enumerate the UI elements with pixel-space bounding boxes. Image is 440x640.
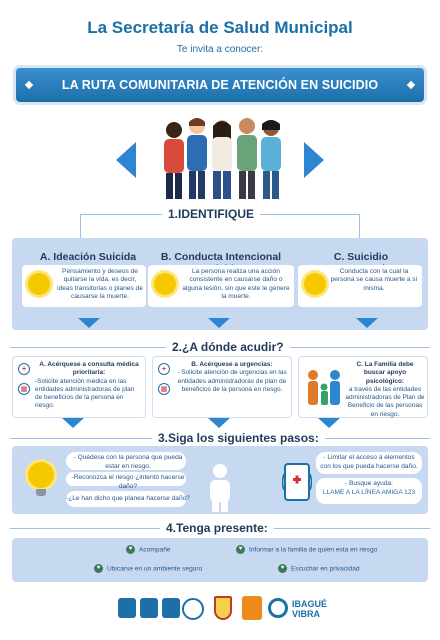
presente-panel (12, 538, 428, 582)
phone-icon (282, 463, 312, 501)
page-title: La Secretaría de Salud Municipal (87, 18, 353, 37)
presente-item-acompane: ♥ Acompañe (126, 545, 171, 554)
presente-item-informar: ♥ Informar a la familia de quien esta en … (236, 545, 377, 554)
linea-amiga-text: LLAME A LA LÍNEA AMIGA 123 (322, 489, 416, 496)
section-pasos-title: 3.Siga los siguientes pasos: (152, 431, 325, 445)
page-subtitle: Te invita a conocer: (176, 44, 264, 55)
card-consumado: Conducta con la cual la persona se causa… (298, 265, 422, 307)
paso-pill (66, 491, 186, 507)
paso-pill (316, 478, 422, 504)
lightbulb-base-icon (36, 489, 46, 496)
section-presente-title: 4.Tenga presente: (160, 521, 274, 535)
heart-icon: ♥ (94, 564, 103, 573)
paso-pill (66, 472, 186, 486)
arrow-down-icon (356, 318, 378, 328)
paso-quedese: - Quédese con la persona que pueda estar… (73, 454, 183, 470)
card-text-consumado: Conducta con la cual la persona se causa… (330, 268, 418, 292)
card-text-ideacion: Pensamiento y deseos de quitarse la vida… (57, 268, 143, 301)
arrow-down-icon (62, 418, 84, 428)
section-identifique-title: 1.IDENTIFIQUE (162, 207, 261, 221)
municipal-logo (242, 596, 262, 620)
heart-icon: ♥ (236, 545, 245, 554)
certification-logo (140, 598, 158, 618)
heart-icon: ♥ (278, 564, 287, 573)
card-text-conducta: La persona realiza una acción consistent… (182, 268, 290, 301)
medical-cross-icon: + (18, 363, 30, 375)
lightbulb-icon (28, 273, 50, 295)
paso-planea: -¿Le han dicho que planea hacerse daño? (66, 495, 190, 502)
banner-text: LA RUTA COMUNITARIA DE ATENCIÓN EN SUICI… (61, 78, 379, 92)
arrow-down-icon (78, 318, 100, 328)
chevron-right-icon (304, 142, 324, 178)
box-familia-body: a través de las entidades administradora… (345, 385, 425, 418)
box-urgencias: + ▦ B. Acérquese a urgencias: - Solicite… (152, 356, 292, 418)
route-banner: LA RUTA COMUNITARIA DE ATENCIÓN EN SUICI… (16, 68, 424, 102)
box-familia-heading: C. La Familia debe buscar apoyo psicológ… (356, 361, 414, 385)
diamond-icon (406, 80, 416, 90)
seal-logo (182, 598, 204, 620)
lightbulb-icon (154, 273, 176, 295)
diamond-icon (24, 80, 34, 90)
heart-icon: ♥ (126, 545, 135, 554)
presente-item-acompane-label: Acompañe (139, 546, 171, 554)
box-consulta: + ▦ A. Acérquese a consulta médica prior… (12, 356, 146, 418)
paso-reconozca: -Reconozca el riesgo ¿intentó hacerse da… (71, 474, 185, 490)
box-familia-text: C. La Familia debe buscar apoyo psicológ… (345, 361, 425, 419)
brand-bottom-text: VIBRA (292, 609, 321, 619)
box-familia: C. La Familia debe buscar apoyo psicológ… (298, 356, 428, 418)
presente-item-ubicarse: ♥ Ubicarse en un ambiente seguro (94, 564, 202, 573)
box-consulta-heading: A. Acérquese a consulta médica prioritar… (39, 361, 139, 377)
family-icon (308, 370, 340, 405)
box-urgencias-heading: B. Acérquese a urgencias: (191, 361, 273, 368)
section-acudir-title: 2.¿A dónde acudir? (166, 340, 290, 354)
arrow-down-icon (208, 418, 230, 428)
hospital-icon: ▦ (158, 383, 170, 395)
paso-pill (316, 452, 422, 474)
box-consulta-body: -Solicite atención médica en las entidad… (35, 377, 135, 410)
lightbulb-icon (304, 273, 326, 295)
box-consulta-text: A. Acérquese a consulta médica prioritar… (35, 361, 143, 411)
coat-of-arms-logo (214, 596, 232, 620)
paso-limitar: - Limitar el acceso a elementos con los … (320, 454, 418, 470)
people-group-illustration (164, 118, 281, 199)
hospital-icon: ▦ (18, 383, 30, 395)
card-conducta: La persona realiza una acción consistent… (148, 265, 294, 307)
certification-logo (162, 598, 180, 618)
arrow-down-icon (318, 418, 340, 428)
lightbulb-icon (28, 462, 54, 488)
medical-cross-icon: + (158, 363, 170, 375)
ibague-vibra-logo-mark (268, 598, 288, 618)
card-ideacion: Pensamiento y deseos de quitarse la vida… (22, 265, 146, 307)
presente-item-escuchar: ♥ Escuchar en privacidad (278, 564, 360, 573)
chevron-left-icon (116, 142, 136, 178)
presente-item-ubicarse-label: Ubicarse en un ambiente seguro (107, 565, 203, 573)
presente-item-escuchar-label: Escuchar en privacidad (291, 565, 360, 573)
certification-logo (118, 598, 136, 618)
card-title-ideacion: A. Ideación Suicida (39, 251, 137, 263)
person-icon (210, 464, 230, 512)
brand-top-text: IBAGUÉ (292, 599, 328, 609)
presente-item-informar-label: Informar a la familia de quien esta en r… (249, 546, 378, 554)
paso-pill (66, 452, 186, 470)
paso-busque-label: - Busque ayuda: (344, 480, 394, 487)
arrow-down-icon (208, 318, 230, 328)
box-urgencias-text: B. Acérquese a urgencias: - Solicite ate… (175, 361, 289, 394)
box-urgencias-body: - Solicite atención de urgencias en las … (177, 369, 287, 393)
